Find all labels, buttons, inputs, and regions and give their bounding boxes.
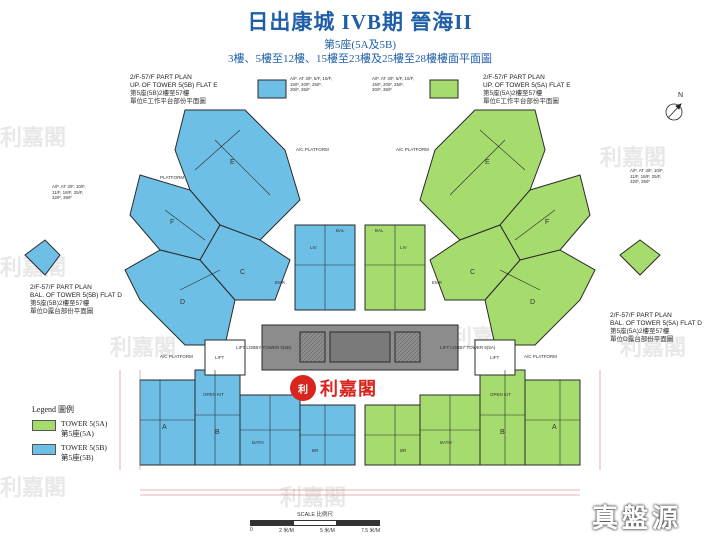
note-mid-left: 2/F-57/F PART PLAN BAL. OF TOWER 5(5B) F…: [30, 284, 122, 315]
scale-bar: SCALE 比例尺 0 2 米/M 5 米/M 7.5 米/M: [250, 510, 380, 534]
interior-walls: [140, 129, 580, 465]
watermark-text: 利嘉閣: [0, 475, 67, 500]
unit-label-f-5a: F: [545, 219, 550, 226]
label-kit: OPEN KIT: [490, 392, 512, 397]
part-plan-5a-flat-e: [429, 79, 459, 99]
unit-c-5b: [199, 224, 291, 301]
label-ac-platform: A/C PLATFORM: [396, 147, 429, 152]
unit-label-c-5b: C: [240, 269, 246, 276]
unit-a-5a: [524, 379, 581, 466]
unit-a-5b: [139, 379, 196, 466]
unit-label-e-5b: E: [230, 159, 235, 166]
floor-ref-left: A/F. AT 3/F, 10/F,11/F, 18/F, 25/F,32/F,…: [52, 184, 86, 200]
note-top-right: 2/F-57/F PART PLAN UP. OF TOWER 5(5A) FL…: [483, 74, 571, 105]
watermark-text: 利嘉閣: [600, 145, 667, 170]
label-lift-lobby-5a: LIFT LOBBY TOWER 5(5A): [440, 345, 496, 350]
brand-logo: 利 利嘉閣: [290, 375, 377, 401]
watermark-text: 利嘉閣: [0, 125, 67, 150]
core: [204, 324, 516, 376]
legend-label-en: TOWER 5(5B): [61, 443, 107, 452]
floor-ref-top-right: A/F. AT 3/F, 5/F, 10/F,15/F, 20/F, 25/F,…: [372, 76, 415, 92]
floor-ref-top-left: A/F. AT 3/F, 5/F, 10/F,15/F, 20/F, 25/F,…: [290, 76, 333, 92]
tower-5a-wing: [364, 109, 661, 466]
legend-item-5a: TOWER 5(5A) 第5座(5A): [32, 419, 150, 439]
page-subtitle-floors: 3樓、5樓至12樓、15樓至23樓及25樓至28樓樓面平面圖: [228, 53, 492, 65]
watermark-text: 利嘉閣: [620, 335, 687, 360]
label-lift: LIFT: [215, 355, 225, 360]
scale-ticks: 0 2 米/M 5 米/M 7.5 米/M: [250, 527, 380, 534]
label-kit: OPEN KIT: [203, 392, 225, 397]
label-lift: LIFT: [490, 355, 500, 360]
unit-label-f-5b: F: [170, 219, 175, 226]
north-arrow-icon: [665, 103, 683, 121]
dimension-lines: [119, 370, 601, 496]
legend-item-5b: TOWER 5(5B) 第5座(5B): [32, 443, 150, 463]
label-ac-platform: A/C PLATFORM: [160, 354, 193, 359]
scale-label: SCALE 比例尺: [296, 512, 334, 518]
legend-label-ch: 第5座(5A): [61, 429, 94, 438]
legend: Legend 圖例 TOWER 5(5A) 第5座(5A) TOWER 5(5B…: [32, 404, 150, 466]
unit-label-b-5a: B: [500, 429, 505, 436]
label-ac-platform: A/C PLATFORM: [524, 354, 557, 359]
brand-name: 利嘉閣: [320, 379, 377, 399]
unit-b-5b: [194, 369, 241, 466]
floor-ref-right: A/F. AT 3/F, 10/F,11/F, 18/F, 25/F,32/F,…: [630, 168, 664, 184]
unit-label-e-5a: E: [485, 159, 490, 166]
label-liv: LIV: [400, 245, 407, 250]
label-emr: EMR: [275, 280, 285, 285]
north-label: N: [678, 92, 684, 99]
part-plan-5a-flat-d: [619, 239, 661, 276]
label-br: BR: [400, 448, 407, 453]
part-plan-5b-flat-e: [257, 79, 287, 99]
unit-label-a-5a: A: [552, 424, 557, 431]
label-bath: BATH: [440, 440, 452, 445]
label-liv: LIV: [310, 245, 317, 250]
legend-label-ch: 第5座(5B): [61, 453, 94, 462]
legend-label-en: TOWER 5(5A): [61, 419, 108, 428]
label-ac-platform: A/C PLATFORM: [296, 147, 329, 152]
label-lift-lobby-5b: LIFT LOBBY TOWER 5(5B): [236, 345, 292, 350]
watermark-text: 利嘉閣: [280, 485, 347, 510]
label-platform: PLATFORM: [160, 175, 185, 180]
unit-d-5a: [484, 249, 596, 346]
legend-swatch-5a: [32, 420, 56, 431]
label-bath: BATH: [252, 440, 264, 445]
page-subtitle-tower: 第5座(5A及5B): [323, 39, 397, 51]
brand-logo-icon: 利: [290, 375, 316, 401]
scale-graphic: [250, 520, 380, 526]
unit-label-d-5b: D: [180, 299, 186, 306]
unit-label-c-5a: C: [470, 269, 476, 276]
note-mid-right: 2/F-57/F PART PLAN BAL. OF TOWER 5(5A) F…: [610, 312, 702, 343]
label-br: BR: [312, 448, 319, 453]
unit-label-a-5b: A: [162, 424, 167, 431]
unit-b-5a: [479, 369, 526, 466]
label-emr: EMR: [432, 280, 442, 285]
legend-heading: Legend 圖例: [32, 405, 74, 414]
unit-c-5a: [429, 224, 521, 301]
unit-label-b-5b: B: [215, 429, 220, 436]
unit-label-d-5a: D: [530, 299, 536, 306]
corner-watermark: 真盤源: [591, 503, 682, 533]
page-title: 日出康城 IVB期 晉海II: [247, 10, 473, 34]
watermark-text: 利嘉閣: [110, 335, 177, 360]
part-plan-5b-flat-d: [24, 239, 61, 276]
label-bal: BAL: [375, 228, 384, 233]
legend-swatch-5b: [32, 444, 56, 455]
note-top-left: 2/F-57/F PART PLAN UP. OF TOWER 5(5B) FL…: [130, 74, 218, 105]
label-bal: BAL: [336, 228, 345, 233]
